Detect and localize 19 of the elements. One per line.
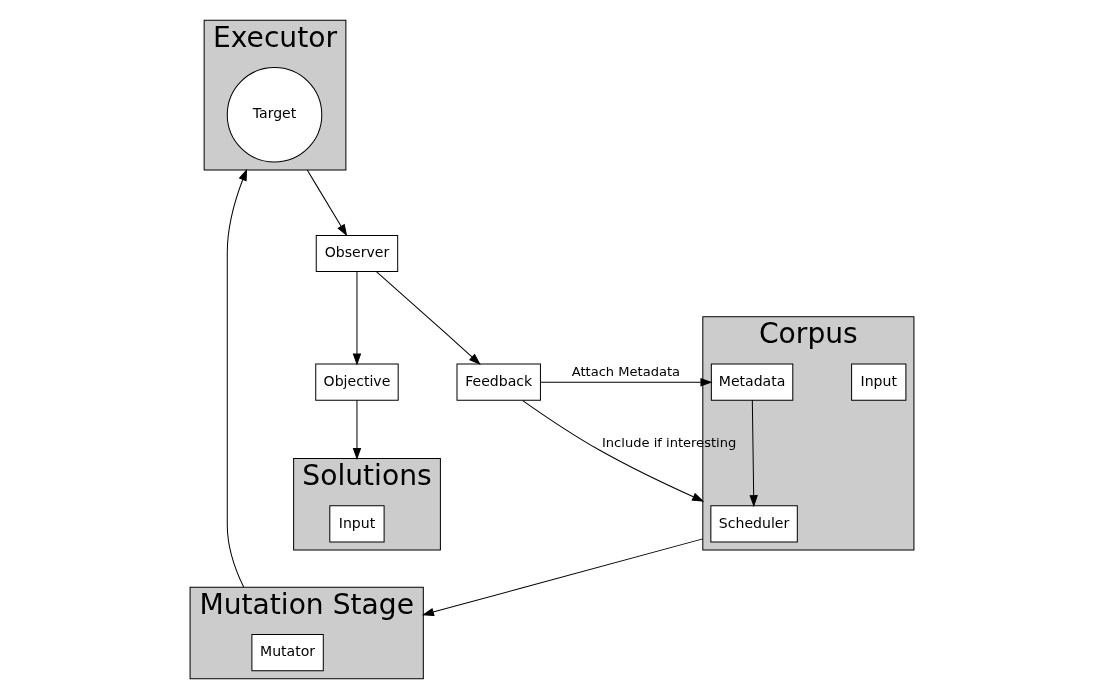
node-box: Observer: [315, 234, 398, 273]
node-box: Feedback: [456, 363, 541, 401]
arrow: [352, 399, 361, 461]
arrow: [748, 399, 758, 508]
node-box: Input: [328, 505, 385, 543]
arrow: [539, 377, 713, 387]
node-box: Input: [850, 363, 906, 401]
node-box: Metadata: [710, 363, 793, 401]
arrow: [352, 271, 361, 366]
arrow: [226, 168, 247, 588]
node-circle: Target: [226, 67, 322, 163]
arrow: [306, 169, 347, 237]
node-box: Scheduler: [709, 505, 798, 543]
node-box: Objective: [314, 363, 399, 401]
node-box: Mutator: [250, 634, 324, 672]
arrow: [521, 400, 704, 502]
arrow: [421, 538, 703, 617]
arrow: [375, 271, 481, 365]
edge-label: Attach Metadata: [571, 363, 680, 379]
